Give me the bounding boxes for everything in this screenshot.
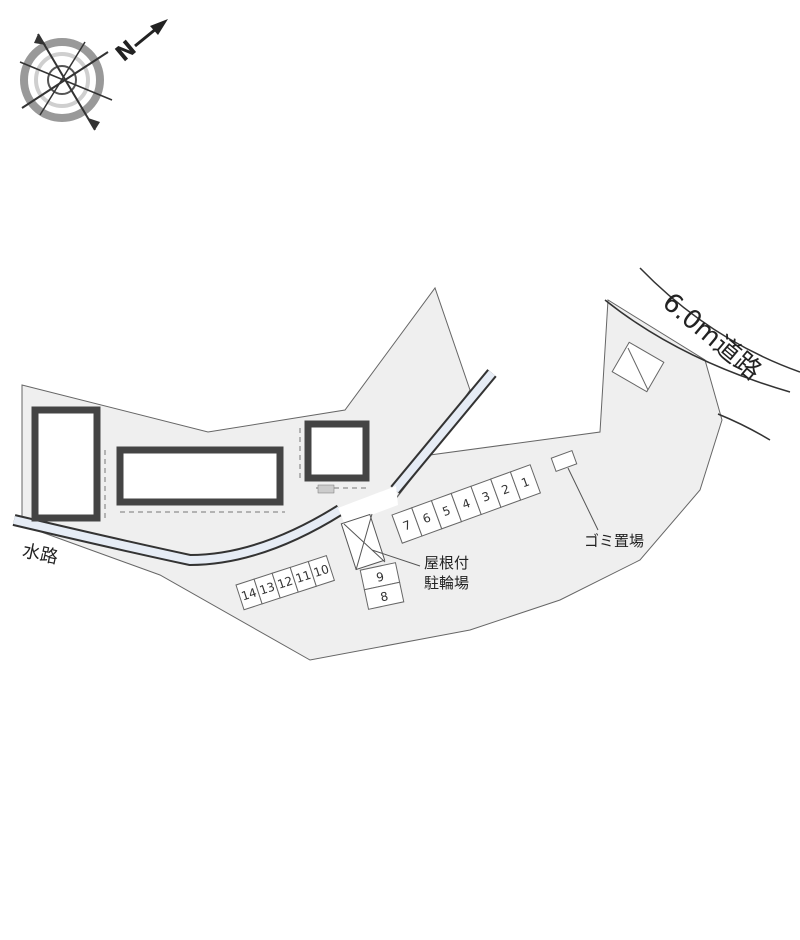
parking-slot-number: 1 xyxy=(519,475,531,491)
bike-parking-label-2: 駐輪場 xyxy=(424,574,469,592)
building-left xyxy=(31,406,101,522)
road-edge-outer xyxy=(639,267,800,373)
parking-slot: 8 xyxy=(363,581,405,610)
building-right xyxy=(304,420,370,482)
parking-slot: 12 xyxy=(271,566,299,599)
parking-slot: 10 xyxy=(307,555,336,587)
parking-slot-number: 6 xyxy=(421,510,433,526)
parking-slot-number: 10 xyxy=(312,562,331,580)
waterway xyxy=(12,369,497,567)
parking-slot-number: 4 xyxy=(460,496,472,512)
parking-slot: 14 xyxy=(235,578,263,611)
north-label: N xyxy=(111,36,141,67)
road-structure xyxy=(611,341,665,393)
compass-icon: N xyxy=(19,19,168,131)
parking-slot-number: 13 xyxy=(258,580,277,598)
building-dashes xyxy=(104,428,368,520)
building-center xyxy=(116,446,284,506)
parking-slot-number: 8 xyxy=(379,589,389,604)
parking-slot-number: 11 xyxy=(294,568,313,586)
parking-slot-number: 3 xyxy=(480,489,492,505)
garbage-box xyxy=(550,450,578,472)
parking-slot-number: 12 xyxy=(276,574,295,592)
entrance-bridge xyxy=(338,486,398,525)
parking-slot: 11 xyxy=(289,560,317,593)
parking-slot: 13 xyxy=(253,572,281,605)
parking-row-c: 98 xyxy=(359,562,405,610)
waterway-label: 水路 xyxy=(20,540,60,568)
bike-parking-label-1: 屋根付 xyxy=(424,554,469,572)
parking-slot-number: 14 xyxy=(240,585,259,603)
parking-slot-number: 2 xyxy=(500,482,512,498)
road-edge-inner xyxy=(604,299,791,393)
parking-slot-number: 7 xyxy=(401,518,413,534)
road-edge-lower xyxy=(717,413,771,441)
garbage-label: ゴミ置場 xyxy=(584,532,644,550)
parking-slot-number: 5 xyxy=(440,503,452,519)
bike-parking xyxy=(340,513,421,571)
parking-slot-number: 9 xyxy=(375,570,385,585)
parking-slot: 1 xyxy=(509,464,542,501)
meter-box xyxy=(317,484,335,494)
garbage-leader xyxy=(567,467,599,531)
